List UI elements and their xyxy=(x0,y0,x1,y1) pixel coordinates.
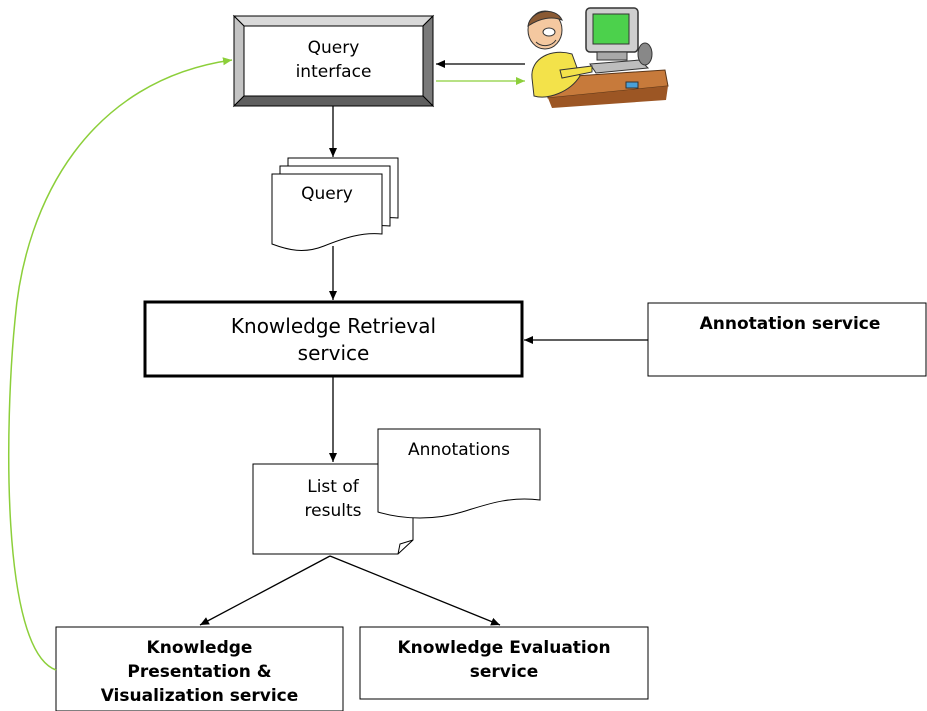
retrieval-box xyxy=(143,300,524,378)
query-interface-label: Query interface xyxy=(295,38,372,82)
evaluation-box xyxy=(359,626,649,700)
arrow-results-to-presentation xyxy=(199,555,331,626)
presentation-label: Knowledge Presentation & Visualization s… xyxy=(100,638,299,706)
feedback-loop-arrow xyxy=(7,57,233,671)
evaluation-label: Knowledge Evaluation service xyxy=(397,638,611,682)
annotation-service-label: Annotation service xyxy=(699,314,881,334)
query-document-label: Query xyxy=(301,184,353,204)
results-document-label: List of results xyxy=(304,477,362,521)
annotations-document xyxy=(377,428,541,519)
query-interface-box xyxy=(232,14,435,108)
retrieval-label: Knowledge Retrieval service xyxy=(230,314,437,365)
presentation-box xyxy=(55,626,344,711)
annotations-document-label: Annotations xyxy=(407,440,511,460)
query-document-stack xyxy=(271,157,399,251)
person-at-computer-icon xyxy=(527,7,669,108)
arrow-results-to-evaluation xyxy=(329,555,501,626)
